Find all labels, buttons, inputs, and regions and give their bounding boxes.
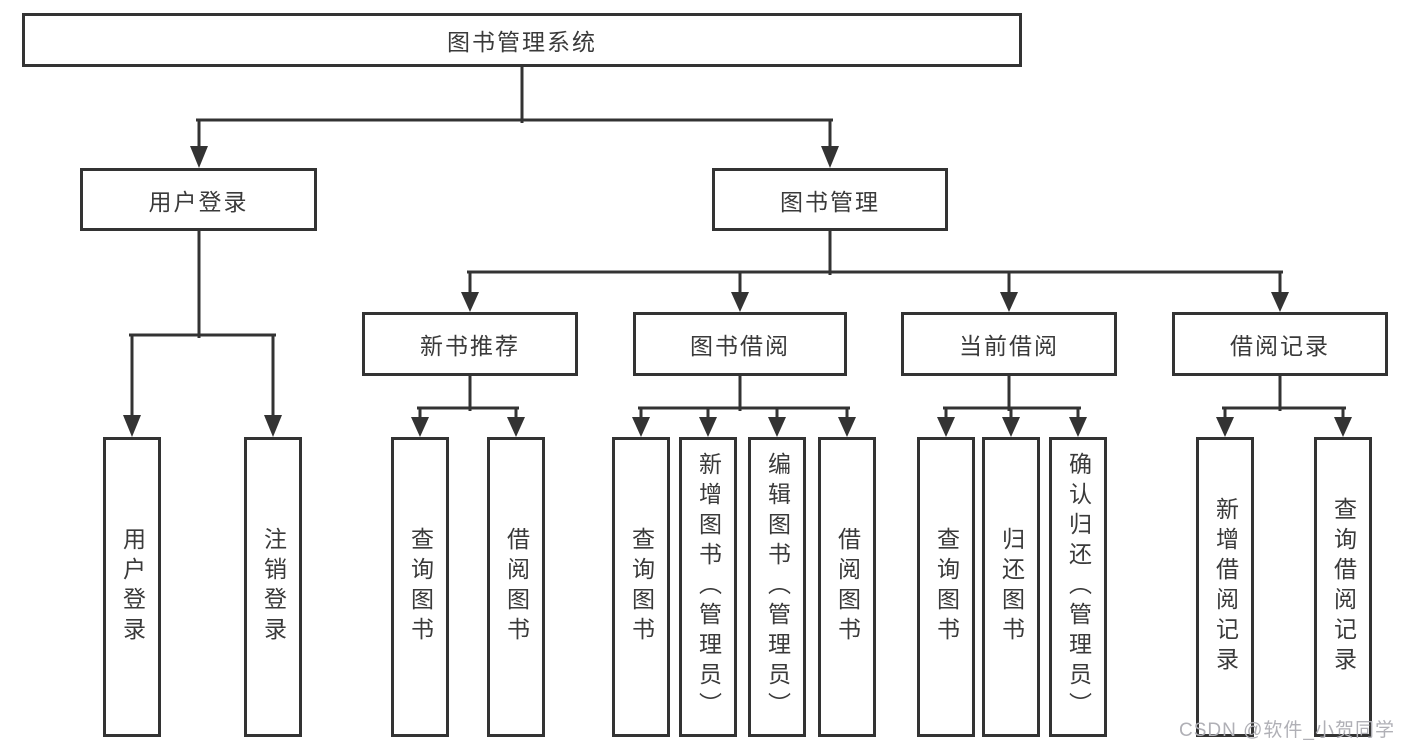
node-user-login: 用户登录 xyxy=(80,168,317,231)
node-book-borrowing: 图书借阅 xyxy=(633,312,847,376)
node-label: 查询图书 xyxy=(628,527,655,647)
arrowhead-icon xyxy=(731,292,749,312)
node-label: 归还图书 xyxy=(998,527,1025,647)
connector-book-management-branch xyxy=(461,229,1289,312)
arrowhead-icon xyxy=(1000,292,1018,312)
node-book-management: 图书管理 xyxy=(712,168,948,231)
node-query-books-recommend: 查询图书 xyxy=(391,437,449,737)
arrowhead-icon xyxy=(190,146,208,168)
connector-new-book-recommendation-branch xyxy=(411,374,525,437)
node-borrowing-records: 借阅记录 xyxy=(1172,312,1388,376)
node-query-books-borrowing: 查询图书 xyxy=(612,437,670,737)
node-edit-books-admin: 编辑图书（管理员） xyxy=(748,437,806,737)
node-add-borrow-record: 新增借阅记录 xyxy=(1196,437,1254,737)
arrowhead-icon xyxy=(461,292,479,312)
node-label: 查询图书 xyxy=(407,527,434,647)
arrowhead-icon xyxy=(768,417,786,437)
arrowhead-icon xyxy=(507,417,525,437)
node-label: 查询借阅记录 xyxy=(1330,497,1357,677)
arrowhead-icon xyxy=(838,417,856,437)
arrowhead-icon xyxy=(937,417,955,437)
node-label: 新增借阅记录 xyxy=(1212,497,1239,677)
connector-current-borrowing-branch xyxy=(937,374,1087,437)
node-return-books: 归还图书 xyxy=(982,437,1040,737)
node-label: 用户登录 xyxy=(119,527,146,647)
node-label: 确认归还（管理员） xyxy=(1065,452,1092,722)
node-query-books-current: 查询图书 xyxy=(917,437,975,737)
node-label: 注销登录 xyxy=(260,527,287,647)
node-borrow-books-recommend: 借阅图书 xyxy=(487,437,545,737)
node-user-login-leaf: 用户登录 xyxy=(103,437,161,737)
arrowhead-icon xyxy=(1271,292,1289,312)
arrowhead-icon xyxy=(1216,417,1234,437)
arrowhead-icon xyxy=(264,415,282,437)
connector-borrowing-records-branch xyxy=(1216,374,1352,437)
connector-root-to-level2 xyxy=(190,65,839,168)
arrowhead-icon xyxy=(632,417,650,437)
arrowhead-icon xyxy=(1002,417,1020,437)
connector-user-login-branch xyxy=(123,229,282,437)
arrowhead-icon xyxy=(821,146,839,168)
node-label: 借阅图书 xyxy=(834,527,861,647)
connector-book-borrowing-branch xyxy=(632,374,856,437)
csdn-watermark: CSDN @软件_小贺同学 xyxy=(1179,720,1395,741)
node-logout: 注销登录 xyxy=(244,437,302,737)
arrowhead-icon xyxy=(411,417,429,437)
node-query-borrow-record: 查询借阅记录 xyxy=(1314,437,1372,737)
node-label: 借阅图书 xyxy=(503,527,530,647)
node-new-book-recommendation: 新书推荐 xyxy=(362,312,578,376)
arrowhead-icon xyxy=(699,417,717,437)
arrowhead-icon xyxy=(123,415,141,437)
node-confirm-return-admin: 确认归还（管理员） xyxy=(1049,437,1107,737)
node-label: 编辑图书（管理员） xyxy=(764,452,791,722)
node-book-management-system: 图书管理系统 xyxy=(22,13,1022,67)
node-label: 新增图书（管理员） xyxy=(695,452,722,722)
arrowhead-icon xyxy=(1334,417,1352,437)
node-label: 查询图书 xyxy=(933,527,960,647)
node-borrow-books-borrowing: 借阅图书 xyxy=(818,437,876,737)
arrowhead-icon xyxy=(1069,417,1087,437)
node-current-borrowing: 当前借阅 xyxy=(901,312,1117,376)
node-add-books-admin: 新增图书（管理员） xyxy=(679,437,737,737)
